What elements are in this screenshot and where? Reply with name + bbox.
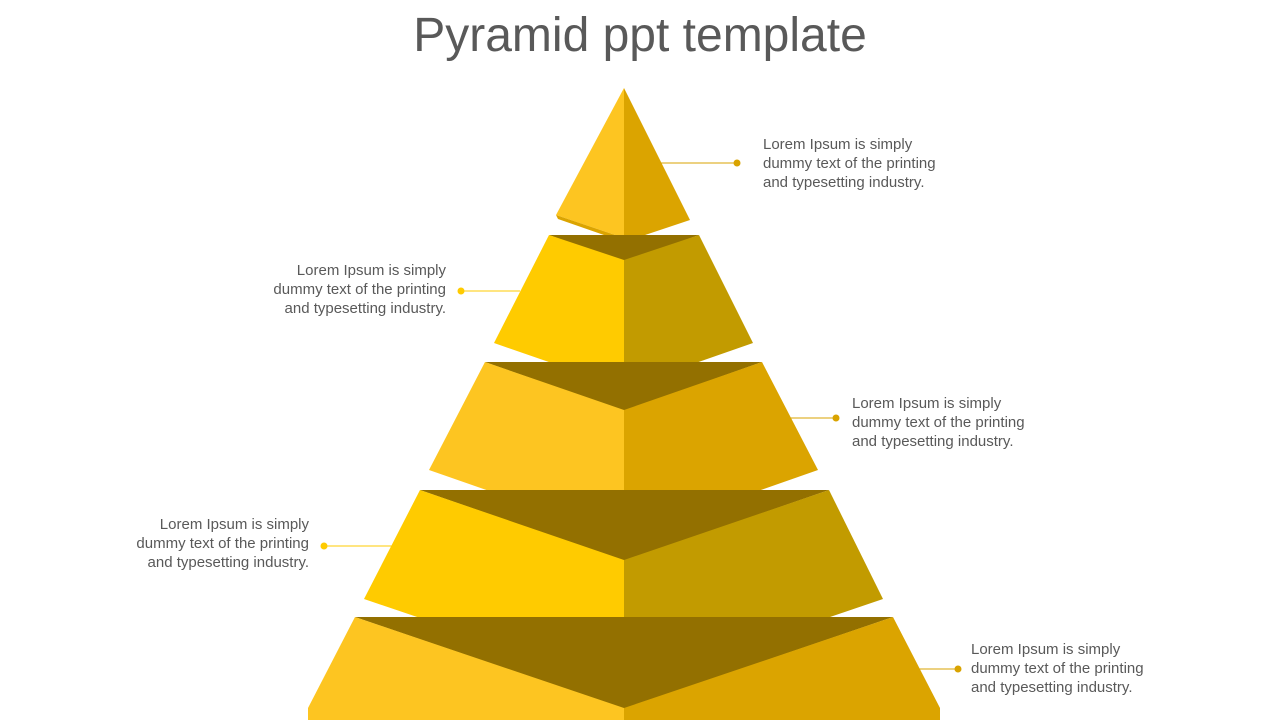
tier-2-left — [494, 235, 624, 388]
tier-4-shadow — [420, 490, 829, 561]
tier-2-right — [624, 235, 753, 388]
text-line: dummy text of the printing — [971, 660, 1144, 677]
tier-5-left — [308, 617, 624, 720]
tier-5-shadow — [355, 617, 893, 709]
text-line: dummy text of the printing — [852, 414, 1025, 431]
text-line: and typesetting industry. — [852, 433, 1014, 450]
text-line: dummy text of the printing — [763, 155, 936, 172]
level-1-text: Lorem Ipsum is simply dummy text of the … — [763, 135, 963, 192]
text-line: Lorem Ipsum is simply — [763, 136, 913, 153]
level-5-text: Lorem Ipsum is simply dummy text of the … — [971, 640, 1171, 697]
slide-title: Pyramid ppt template — [413, 9, 867, 62]
connector-2 — [457, 287, 520, 295]
connector-1 — [660, 159, 741, 167]
text-line: Lorem Ipsum is simply — [852, 395, 1002, 412]
text-line: Lorem Ipsum is simply — [296, 262, 446, 279]
tier-3-shadow — [485, 362, 762, 411]
level-4-text: Lorem Ipsum is simply dummy text of the … — [109, 515, 309, 572]
connector-3 — [790, 414, 840, 422]
connector-5 — [918, 665, 962, 673]
text-line: and typesetting industry. — [971, 679, 1133, 696]
level-3-text: Lorem Ipsum is simply dummy text of the … — [852, 394, 1052, 451]
text-line: and typesetting industry. — [284, 300, 446, 317]
tier-1-right — [624, 88, 690, 242]
tier-5-right — [624, 617, 940, 720]
text-line: and typesetting industry. — [763, 174, 925, 191]
text-line: dummy text of the printing — [273, 281, 446, 298]
text-line: Lorem Ipsum is simply — [971, 641, 1121, 658]
tier-2-shadow — [549, 235, 699, 262]
text-line: Lorem Ipsum is simply — [159, 516, 309, 533]
text-line: and typesetting industry. — [147, 554, 309, 571]
text-line: dummy text of the printing — [136, 535, 309, 552]
level-2-text: Lorem Ipsum is simply dummy text of the … — [246, 261, 446, 318]
tier-1-left — [556, 88, 624, 238]
connector-4 — [320, 542, 392, 550]
